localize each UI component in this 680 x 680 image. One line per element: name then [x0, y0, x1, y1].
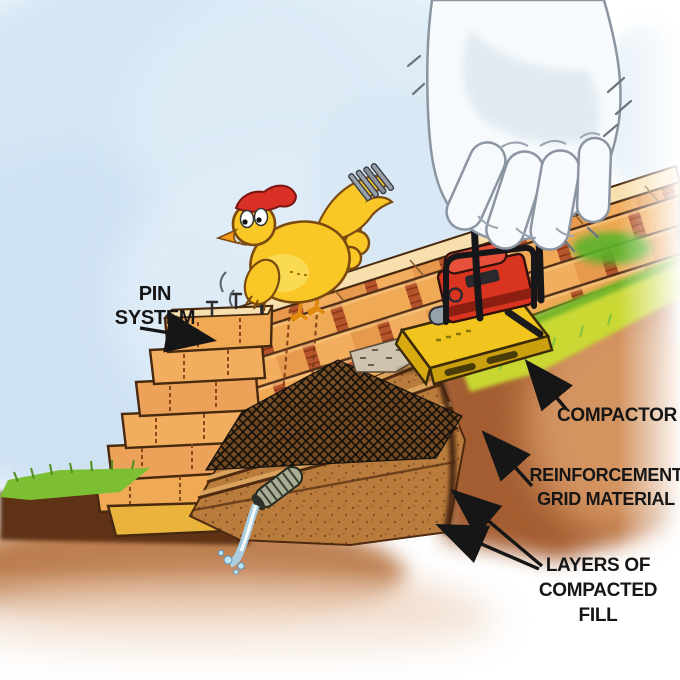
compacted-fill-arrow-2 — [435, 523, 540, 571]
chicken-mascot — [215, 162, 395, 322]
pin-system-label-line1: PIN — [139, 283, 171, 305]
glove-shading — [463, 30, 600, 144]
grass-left — [0, 459, 150, 500]
compactor-arrow — [524, 359, 573, 412]
chicken-wing-down — [243, 258, 281, 306]
roll-cage — [443, 244, 537, 325]
reinforcement-grid-arrow — [481, 430, 534, 488]
chicken-motion-arcs — [219, 271, 235, 307]
reinforcement-grid-label-line1: REINFORCEMENT — [529, 465, 680, 485]
chicken-comb — [234, 184, 298, 213]
reinforcement-grid — [204, 359, 463, 471]
pin-system-label-line2: SYSTEM — [115, 307, 195, 329]
compacted-fill-label-line3: FILL — [579, 605, 619, 626]
right-fade — [618, 0, 680, 680]
bottom-fade — [0, 568, 680, 680]
plate-compactor — [394, 156, 554, 387]
giant-hand — [406, 0, 633, 253]
finger-creases — [477, 215, 575, 239]
callouts: PIN SYSTEM COMPACTOR REINFORCEMENT GRID … — [115, 283, 680, 626]
glove-fingers — [445, 136, 613, 251]
pin-system-arrow — [139, 312, 218, 353]
compacted-fill-label-line2: COMPACTED — [539, 580, 657, 601]
chicken-beak — [215, 228, 240, 245]
pins-in-wing — [348, 162, 395, 202]
compactor-label: COMPACTOR — [557, 405, 678, 426]
reinforcement-grid-label-line2: GRID MATERIAL — [537, 489, 675, 509]
motion-lines — [406, 54, 633, 253]
compacted-fill-label-line1: LAYERS OF — [546, 555, 650, 576]
compacted-fill-arrow-1 — [450, 488, 544, 568]
drain-pipe — [217, 466, 304, 575]
compactor-engine — [428, 241, 535, 326]
